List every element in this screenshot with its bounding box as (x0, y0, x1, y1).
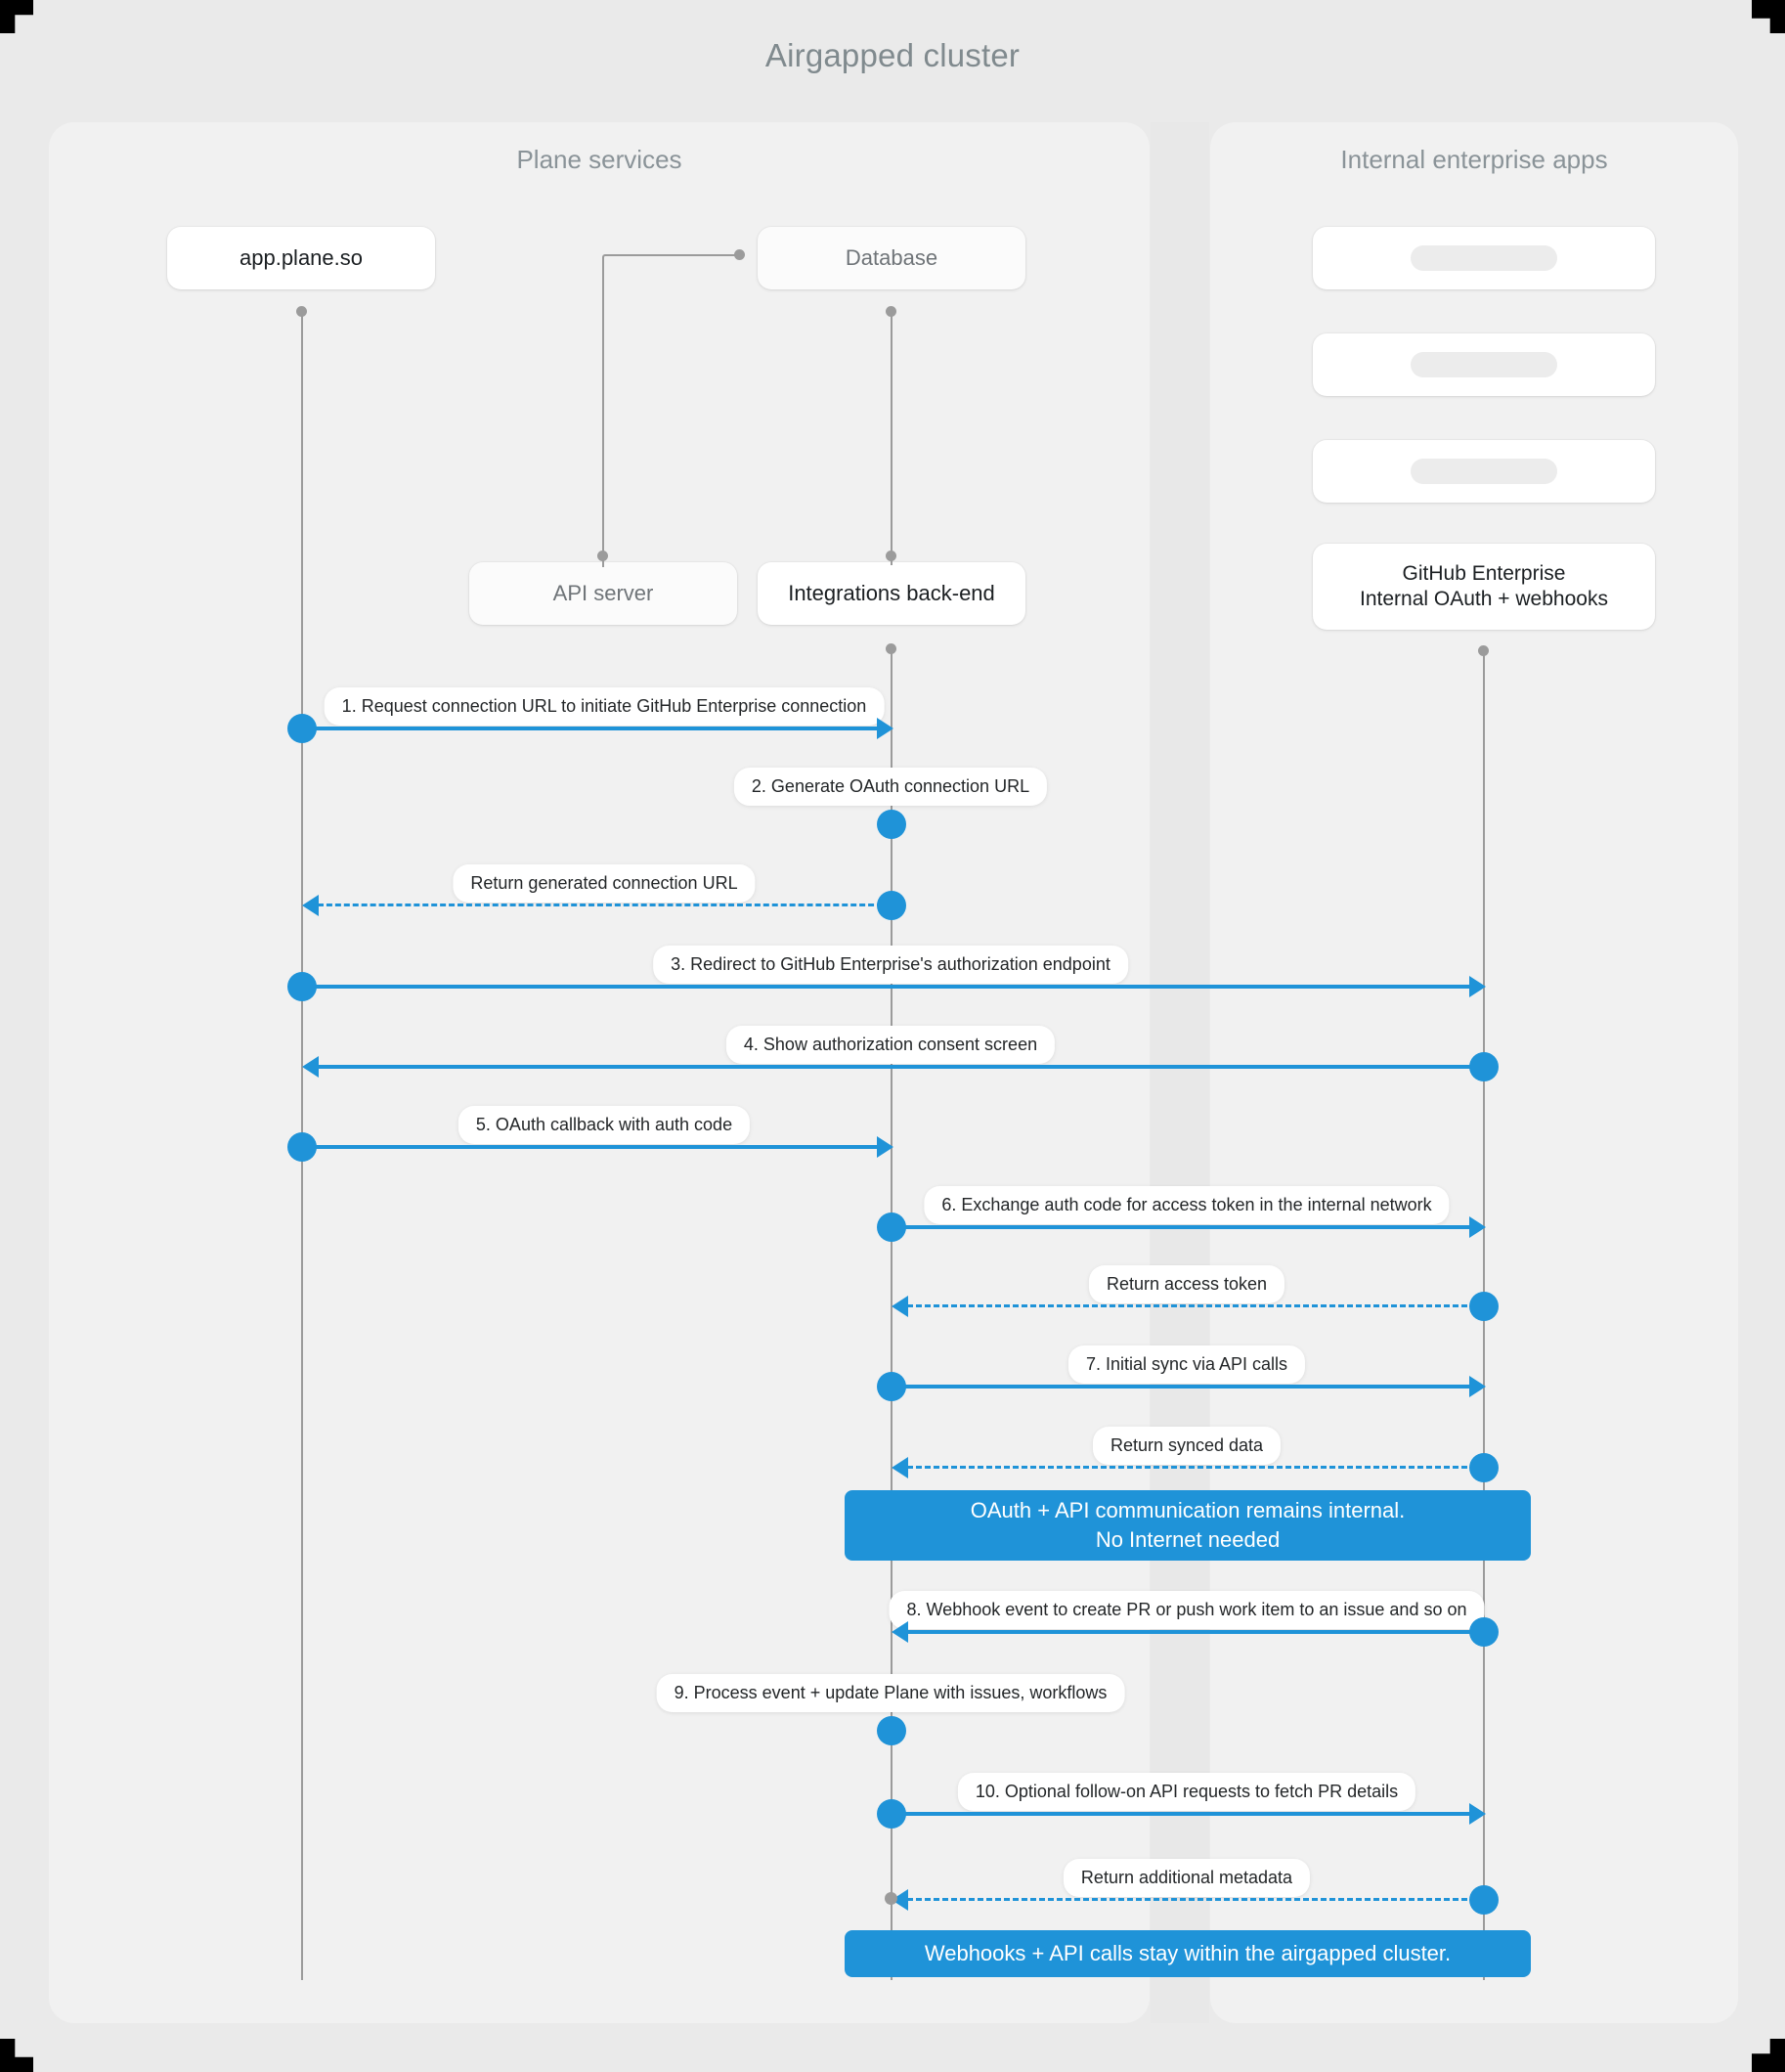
participant-placeholder-1[interactable] (1313, 227, 1655, 289)
message-label-2: 2. Generate OAuth connection URL (733, 768, 1048, 806)
message-arrow-1 (877, 718, 893, 739)
message-label-9: 7. Initial sync via API calls (1067, 1345, 1306, 1384)
message-line-3 (318, 904, 883, 906)
note-oauth-internal: OAuth + API communication remains intern… (845, 1490, 1531, 1561)
message-label-11: 8. Webhook event to create PR or push wo… (889, 1591, 1485, 1629)
note-a-line-2: No Internet needed (1095, 1527, 1281, 1552)
message-label-7: 6. Exchange auth code for access token i… (924, 1186, 1450, 1224)
message-line-11 (907, 1630, 1476, 1634)
message-arrow-9 (1469, 1376, 1486, 1397)
message-line-6 (302, 1145, 883, 1149)
placeholder-bar-icon (1411, 245, 1557, 271)
github-enterprise-line-1: GitHub Enterprise (1402, 561, 1566, 585)
message-arrow-5 (302, 1056, 319, 1078)
note-webhooks-stay-internal: Webhooks + API calls stay within the air… (845, 1930, 1531, 1977)
message-label-6: 5. OAuth callback with auth code (457, 1106, 751, 1144)
lifeline-database (891, 311, 892, 565)
message-label-13: 10. Optional follow-on API requests to f… (957, 1773, 1416, 1811)
placeholder-bar-icon (1411, 459, 1557, 484)
message-arrow-6 (877, 1136, 893, 1158)
panel-gap-band (1151, 122, 1209, 2023)
lifeline-dot-database (886, 306, 896, 317)
note-b-line-1: Webhooks + API calls stay within the air… (924, 1941, 1452, 1966)
message-arrow-4 (1469, 976, 1486, 997)
connector-api-to-database (602, 254, 741, 567)
participant-api-server[interactable]: API server (469, 562, 737, 625)
message-line-9 (892, 1385, 1475, 1389)
message-label-1: 1. Request connection URL to initiate Gi… (324, 687, 885, 726)
lifeline-dot-app (296, 306, 307, 317)
message-arrow-8 (892, 1296, 908, 1317)
message-arrow-13 (1469, 1803, 1486, 1825)
placeholder-bar-icon (1411, 352, 1557, 377)
note-a-line-1: OAuth + API communication remains intern… (970, 1498, 1406, 1523)
message-arrow-10 (892, 1457, 908, 1478)
participant-placeholder-2[interactable] (1313, 333, 1655, 396)
github-enterprise-line-2: Internal OAuth + webhooks (1360, 588, 1608, 610)
panel-title-plane-services: Plane services (516, 145, 682, 174)
message-line-8 (907, 1304, 1476, 1307)
lifeline-dot-integrations-top (886, 551, 896, 561)
connector-endpoint-dot-database (734, 249, 745, 260)
participant-github-enterprise[interactable]: GitHub Enterprise Internal OAuth + webho… (1313, 544, 1655, 630)
participant-database[interactable]: Database (758, 227, 1025, 289)
message-arrow-7 (1469, 1216, 1486, 1238)
message-line-13 (892, 1812, 1475, 1816)
message-label-14: Return additional metadata (1063, 1859, 1311, 1897)
diagram-title: Airgapped cluster (764, 37, 1021, 73)
message-line-4 (302, 985, 1475, 989)
message-line-10 (907, 1466, 1476, 1469)
message-label-5: 4. Show authorization consent screen (725, 1026, 1056, 1064)
message-target-dot-14 (885, 1892, 897, 1905)
participant-app-plane-so[interactable]: app.plane.so (167, 227, 435, 289)
message-label-12: 9. Process event + update Plane with iss… (656, 1674, 1125, 1712)
panel-title-internal-enterprise-apps: Internal enterprise apps (1340, 145, 1608, 174)
message-line-1 (302, 727, 883, 730)
message-label-4: 3. Redirect to GitHub Enterprise's autho… (653, 946, 1128, 984)
message-arrow-11 (892, 1621, 908, 1643)
message-label-10: Return synced data (1092, 1427, 1282, 1465)
message-self-dot-12 (877, 1716, 906, 1745)
panel-plane-services (49, 122, 1150, 2023)
message-line-14 (907, 1898, 1476, 1901)
message-self-dot-2 (877, 810, 906, 839)
message-line-7 (892, 1225, 1475, 1229)
message-label-8: Return access token (1088, 1265, 1285, 1303)
connector-endpoint-dot-api-server (597, 551, 608, 561)
lifeline-dot-integrations (886, 643, 896, 654)
message-arrow-3 (302, 895, 319, 916)
message-label-3: Return generated connection URL (453, 864, 756, 903)
participant-placeholder-3[interactable] (1313, 440, 1655, 503)
lifeline-dot-github-enterprise (1478, 645, 1489, 656)
message-line-5 (318, 1065, 1476, 1069)
participant-integrations-backend[interactable]: Integrations back-end (758, 562, 1025, 625)
